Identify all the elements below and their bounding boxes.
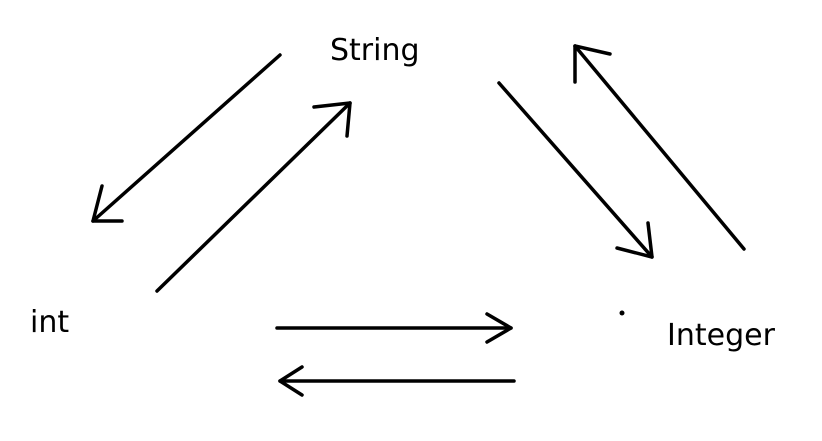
stray-dot xyxy=(619,310,625,316)
arrow-string-to-integer xyxy=(497,81,654,259)
arrow-int-to-string xyxy=(155,101,352,293)
arrow-integer-to-string xyxy=(573,44,746,251)
node-label-integer: Integer xyxy=(667,318,775,353)
node-label-int: int xyxy=(30,305,70,340)
arrow-string-to-int xyxy=(91,53,282,223)
arrow-int-to-integer xyxy=(275,312,513,344)
node-label-string: String xyxy=(330,33,420,68)
arrow-integer-to-int xyxy=(278,365,516,397)
